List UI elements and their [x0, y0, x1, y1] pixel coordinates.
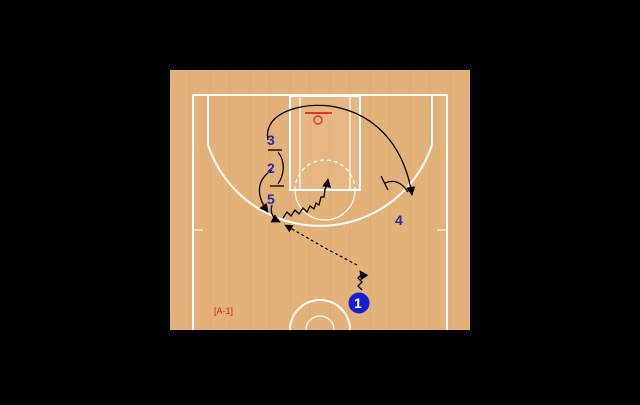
free-throw-circle [294, 189, 356, 221]
screen-path-4 [384, 180, 409, 193]
play-label: [A-1] [214, 306, 233, 316]
court [170, 70, 470, 331]
player-3: 3 [267, 132, 275, 148]
play-paths [258, 104, 416, 291]
paint [290, 96, 360, 190]
rim [313, 115, 323, 125]
center-circle-inner [305, 315, 335, 331]
players: 3 2 5 4 1 [267, 132, 403, 314]
three-point-line [207, 95, 433, 227]
cut-path-2 [258, 169, 273, 213]
player-4: 4 [395, 212, 403, 228]
dribble-path-1 [357, 270, 369, 291]
player-2: 2 [267, 160, 275, 176]
screen-bar-4 [380, 175, 389, 191]
pass-path [284, 224, 358, 266]
down-screen-path [277, 151, 284, 185]
player-1: 1 [354, 295, 362, 311]
dribble-path [282, 178, 332, 219]
cut-path-5 [270, 204, 281, 223]
center-circle [289, 299, 351, 331]
ball-handler: 1 [348, 292, 370, 314]
cut-path-3 [266, 104, 416, 196]
ball-handler-circle [348, 292, 370, 314]
player-5: 5 [267, 191, 275, 207]
